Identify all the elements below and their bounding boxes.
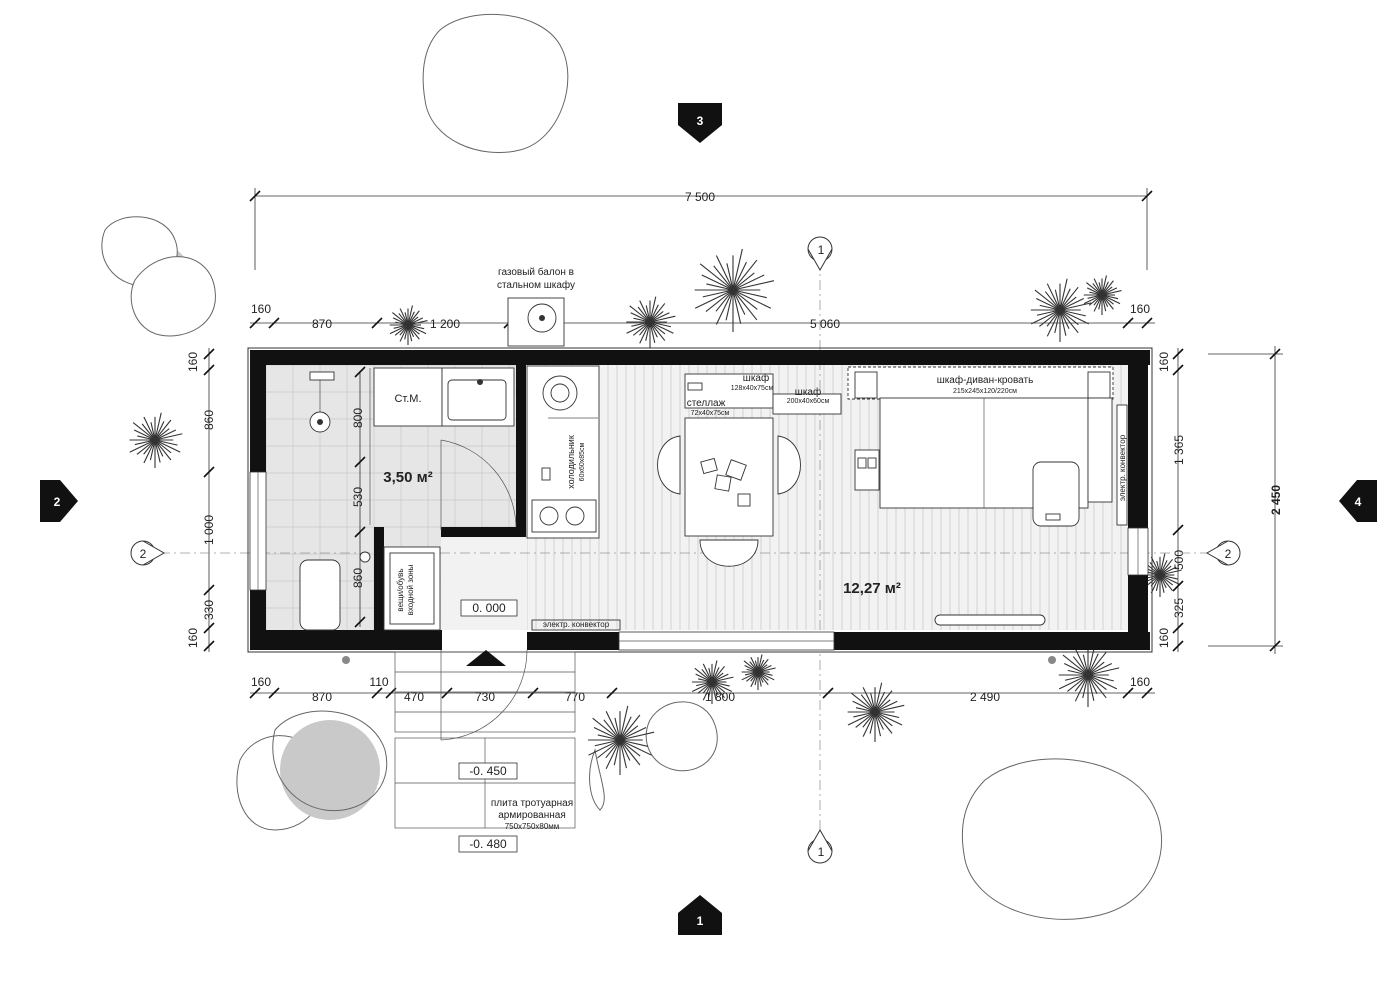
dimension-top-chain: 160 870 1 200 110 5 060 160 (249, 302, 1155, 331)
trees (101, 13, 1163, 920)
dimension-overall: 7 500 (249, 188, 1153, 270)
dim-top-5: 160 (1130, 302, 1150, 316)
entry-storage-line1: вещи/обувь (396, 568, 405, 611)
bathroom-fixtures: Ст.М. вещи/обувь входной зоны 3,50 м² 80… (299, 366, 515, 631)
dim-overall-width: 7 500 (685, 190, 715, 204)
area-bathroom: 3,50 м² (383, 469, 432, 486)
dim-right-0: 160 (1157, 352, 1171, 372)
view-marker-left: 2 (54, 495, 61, 509)
dim-top-2: 1 200 (430, 317, 460, 331)
dim-bottom-7: 2 490 (970, 690, 1000, 704)
dim-right-4: 160 (1157, 628, 1171, 648)
dim-right-1: 1 365 (1172, 435, 1186, 465)
dim-overall-depth: 2 450 (1269, 485, 1283, 515)
shelf-size: 72х40х75см (691, 410, 730, 417)
dim-right-3: 325 (1172, 598, 1186, 618)
dim-right-2: 500 (1172, 550, 1186, 570)
view-markers: 3 1 2 4 (40, 103, 1377, 935)
dimension-left-chain: 160 860 1 000 330 160 (186, 348, 216, 652)
entry-storage-line2: входной зоны (406, 564, 415, 615)
shelf-label: стеллаж (687, 398, 726, 409)
cabinet2-size: 200х40х60см (787, 398, 830, 405)
dining: стеллаж 72х40х75см шкаф 128х40х75см шкаф… (657, 372, 842, 567)
dimension-bottom-chain: 160 870 110 470 730 770 1 800 2 490 160 (249, 675, 1155, 704)
view-marker-right: 4 (1355, 495, 1362, 509)
dim-left-2: 1 000 (202, 515, 216, 545)
dim-bottom-1: 870 (312, 690, 332, 704)
kitchen: холодильник 60х60х85см электр. конвектор (526, 365, 621, 631)
dim-bottom-0: 160 (251, 675, 271, 689)
convector2-label: электр. конвектор (1118, 434, 1127, 501)
axis-lines (140, 240, 1240, 860)
paving-line1: плита тротуарная (491, 798, 573, 809)
view-marker-top: 3 (697, 114, 704, 128)
gas-label-line1: газовый балон в (498, 266, 574, 278)
paving-line2: армированная (498, 810, 566, 821)
section-2-right: 2 (1225, 547, 1232, 561)
dim-bottom-3: 470 (404, 690, 424, 704)
cabinet1-size: 128х40х75см (731, 385, 774, 392)
dim-bath-0: 800 (351, 408, 365, 428)
dim-bottom-4: 730 (475, 690, 495, 704)
dim-left-3: 330 (202, 600, 216, 620)
section-markers: 1 1 2 2 (130, 236, 1241, 864)
plants (129, 248, 1182, 775)
dim-bottom-6: 1 800 (705, 690, 735, 704)
sofa-size: 215х245х120/220см (953, 388, 1017, 395)
dim-top-1: 870 (312, 317, 332, 331)
entry-steps: плита тротуарная армированная 750х750х80… (342, 650, 1056, 831)
dim-bottom-2: 110 (369, 675, 388, 689)
level-floor: 0. 000 (472, 601, 506, 615)
gas-cabinet: газовый балон в стальном шкафу (497, 266, 575, 347)
gas-label-line2: стальном шкафу (497, 279, 575, 291)
level-ground: -0. 480 (469, 837, 507, 851)
level-step: -0. 450 (469, 764, 507, 778)
paving-line3: 750х750х80мм (505, 822, 560, 831)
section-1-top: 1 (818, 243, 825, 257)
washer-label: Ст.М. (394, 393, 421, 405)
level-marks: 0. 000 -0. 450 -0. 480 (458, 599, 518, 853)
convector1-label: электр. конвектор (543, 620, 610, 629)
dim-bottom-8: 160 (1130, 675, 1150, 689)
dim-left-1: 860 (202, 410, 216, 430)
dimension-right-chain: 160 1 365 500 325 160 2 450 (1157, 346, 1283, 654)
dim-left-0: 160 (186, 352, 200, 372)
living: шкаф-диван-кровать 215х245х120/220см эле… (843, 366, 1128, 626)
section-1-bottom: 1 (818, 845, 825, 859)
dim-bath-2: 860 (351, 568, 365, 588)
cabinet2-label: шкаф (795, 386, 821, 398)
dim-top-4: 5 060 (810, 317, 840, 331)
section-2-left: 2 (140, 547, 147, 561)
dim-bath-1: 530 (351, 487, 365, 507)
walls (247, 347, 1153, 653)
view-marker-bottom: 1 (697, 914, 704, 928)
sofa-label: шкаф-диван-кровать (937, 374, 1034, 386)
cabinet1-label: шкаф (743, 372, 769, 384)
fridge-label: холодильник (566, 435, 576, 489)
fridge-size: 60х60х85см (579, 442, 586, 481)
area-living: 12,27 м² (843, 580, 901, 597)
dim-top-0: 160 (251, 302, 271, 316)
dim-left-4: 160 (186, 628, 200, 648)
